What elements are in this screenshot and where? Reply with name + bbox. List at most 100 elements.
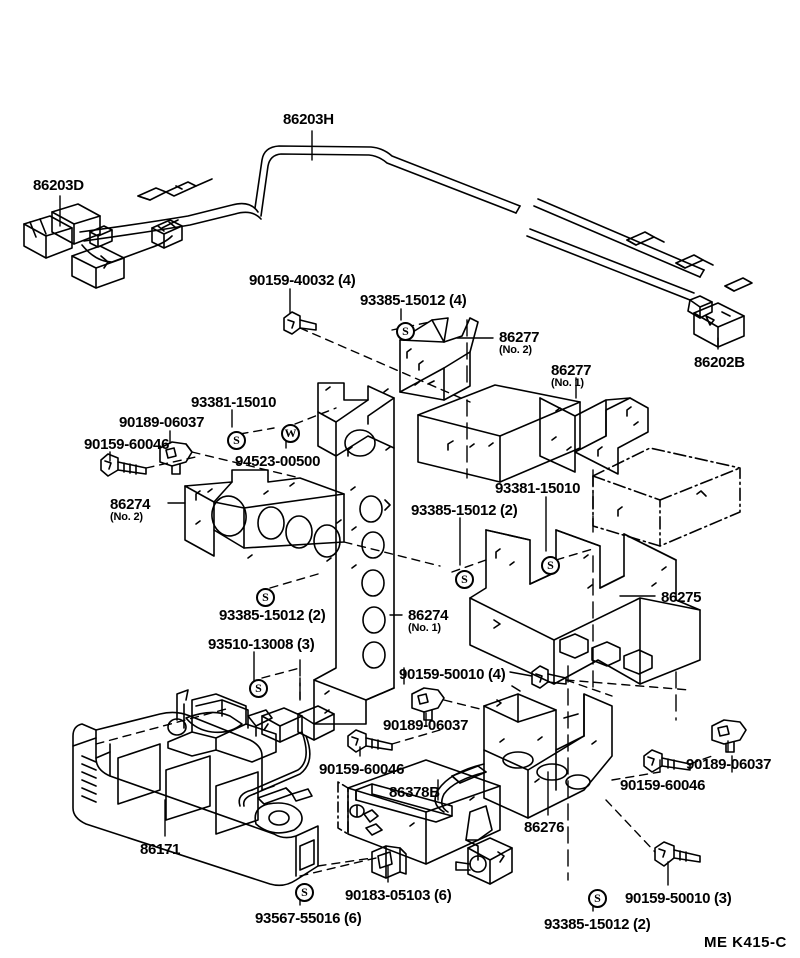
marker-s-93381-15010-a: S	[227, 431, 246, 450]
label-86276: 86276	[524, 819, 565, 836]
bolt-90159-50010-mid-art	[531, 665, 567, 689]
label-text: 90189-06037	[119, 414, 205, 431]
label-90189-06037-c: 90189-06037	[686, 757, 771, 772]
label-86378b: 86378B	[389, 785, 440, 800]
marker-glyph: S	[594, 891, 601, 905]
marker-glyph: W	[284, 426, 297, 440]
marker-glyph: S	[547, 558, 554, 572]
marker-glyph: S	[233, 433, 240, 447]
label-subtext: (No. 2)	[499, 344, 532, 357]
radio-unit-box-art	[417, 384, 581, 483]
label-text: 86277	[551, 362, 592, 379]
label-text: 90159-40032 (4)	[249, 272, 356, 289]
label-86275: 86275	[661, 590, 702, 605]
clip-90183-05103-art	[371, 845, 407, 879]
marker-glyph: S	[301, 885, 308, 899]
antenna-cable-upper-art	[254, 145, 705, 301]
label-93381-15010-b: 93381-15010	[495, 481, 580, 496]
label-90183-05103: 90183-05103 (6)	[345, 887, 452, 904]
label-93567-55016: 93567-55016 (6)	[255, 910, 362, 927]
label-text: 90189-06037	[686, 756, 772, 773]
amplifier-unit-86378b-art	[337, 759, 513, 885]
antenna-connector-harness-art	[23, 178, 262, 289]
label-subtext: (No. 1)	[408, 622, 441, 635]
bolt-90159-50010-bottom-art	[654, 841, 701, 867]
label-text: 93385-15012 (2)	[219, 607, 326, 624]
marker-glyph: S	[461, 572, 468, 586]
label-text: 90159-60046	[319, 761, 405, 778]
label-86274-no1: 86274(No. 1)	[408, 607, 449, 635]
marker-glyph: S	[255, 681, 262, 695]
label-subtext: (No. 1)	[551, 377, 584, 390]
label-90159-60046-b: 90159-60046	[319, 762, 404, 777]
marker-w-94523-00500: W	[281, 424, 300, 443]
diagram-footer-code: ME K415-C	[704, 934, 787, 951]
marker-s-93385-15012-2b: S	[256, 588, 275, 607]
label-93385-15012-2a: 93385-15012 (2)	[411, 502, 518, 519]
label-text: 93385-15012 (2)	[411, 502, 518, 519]
label-text: 90183-05103 (6)	[345, 887, 452, 904]
marker-s-93567-55016: S	[295, 883, 314, 902]
radio-bracket-86274-no2-art	[184, 469, 345, 562]
antenna-plug-86202b-art	[626, 231, 753, 348]
label-94523-00500: 94523-00500	[235, 454, 320, 469]
label-text: 93381-15010	[495, 480, 581, 497]
label-text: 93510-13008 (3)	[208, 636, 315, 653]
label-text: 93385-15012 (2)	[544, 916, 651, 933]
label-90159-50010-4: 90159-50010 (4)	[399, 667, 506, 682]
screw-90159-60046-right-art	[643, 749, 691, 773]
leader-lines	[59, 130, 729, 912]
label-90159-60046-a: 90159-60046	[84, 437, 169, 452]
clip-90189-06037-left-art	[159, 441, 193, 475]
label-text: 86276	[524, 819, 565, 836]
marker-s-93381-15010-b: S	[541, 556, 560, 575]
label-text: 90189-06037	[383, 717, 469, 734]
label-subtext: (No. 2)	[110, 511, 143, 524]
label-text: 86203H	[283, 111, 334, 128]
label-90159-40032: 90159-40032 (4)	[249, 272, 356, 289]
label-93385-15012-4: 93385-15012 (4)	[360, 292, 467, 309]
label-86277-no1: 86277(No. 1)	[551, 362, 592, 390]
amplifier-box-detail-art	[617, 490, 707, 517]
amplifier-box-art	[592, 447, 741, 547]
label-86203h: 86203H	[283, 112, 334, 127]
label-93510-13008: 93510-13008 (3)	[208, 636, 315, 653]
label-86274-no2: 86274(No. 2)	[110, 496, 151, 524]
screw-90159-60046-mid-art	[347, 729, 393, 753]
marker-s-93510-13008: S	[249, 679, 268, 698]
lower-bracket-86276-art	[434, 685, 613, 819]
label-text: 86203D	[33, 177, 84, 194]
label-text: 86274	[110, 496, 151, 513]
bracket-86277-no1-art	[539, 397, 649, 475]
bolt-90159-40032-art	[283, 311, 317, 335]
centerline-references	[299, 319, 733, 881]
label-90189-06037-b: 90189-06037	[383, 718, 468, 733]
label-86203d: 86203D	[33, 178, 84, 193]
marker-glyph: S	[262, 590, 269, 604]
label-text: 86274	[408, 607, 449, 624]
speaker-grille-panel-86171-art	[72, 711, 319, 887]
label-text: 90159-60046	[620, 777, 706, 794]
label-86202b: 86202B	[694, 355, 745, 370]
label-text: 93381-15010	[191, 394, 277, 411]
label-93385-15012-2c: 93385-15012 (2)	[544, 916, 651, 933]
label-text: 86378B	[389, 784, 440, 801]
marker-s-93385-15012-4: S	[396, 322, 415, 341]
label-text: 93567-55016 (6)	[255, 910, 362, 927]
label-text: 94523-00500	[235, 453, 321, 470]
label-93381-15010-a: 93381-15010	[191, 395, 276, 410]
radio-chassis-wiring-art	[167, 689, 335, 807]
screw-90159-60046-left-art	[100, 453, 147, 477]
label-text: 86202B	[694, 354, 745, 371]
clip-90189-06037-right-art	[711, 719, 747, 753]
radio-bracket-86274-no1-art	[313, 382, 395, 725]
label-text: 86277	[499, 329, 540, 346]
label-90189-06037-a: 90189-06037	[119, 415, 204, 430]
label-text: 93385-15012 (4)	[360, 292, 467, 309]
amplifier-bracket-86275-art	[469, 529, 701, 685]
clip-90189-06037-mid-art	[411, 687, 445, 721]
label-text: 90159-60046	[84, 436, 170, 453]
label-86277-no2: 86277(No. 2)	[499, 329, 540, 357]
